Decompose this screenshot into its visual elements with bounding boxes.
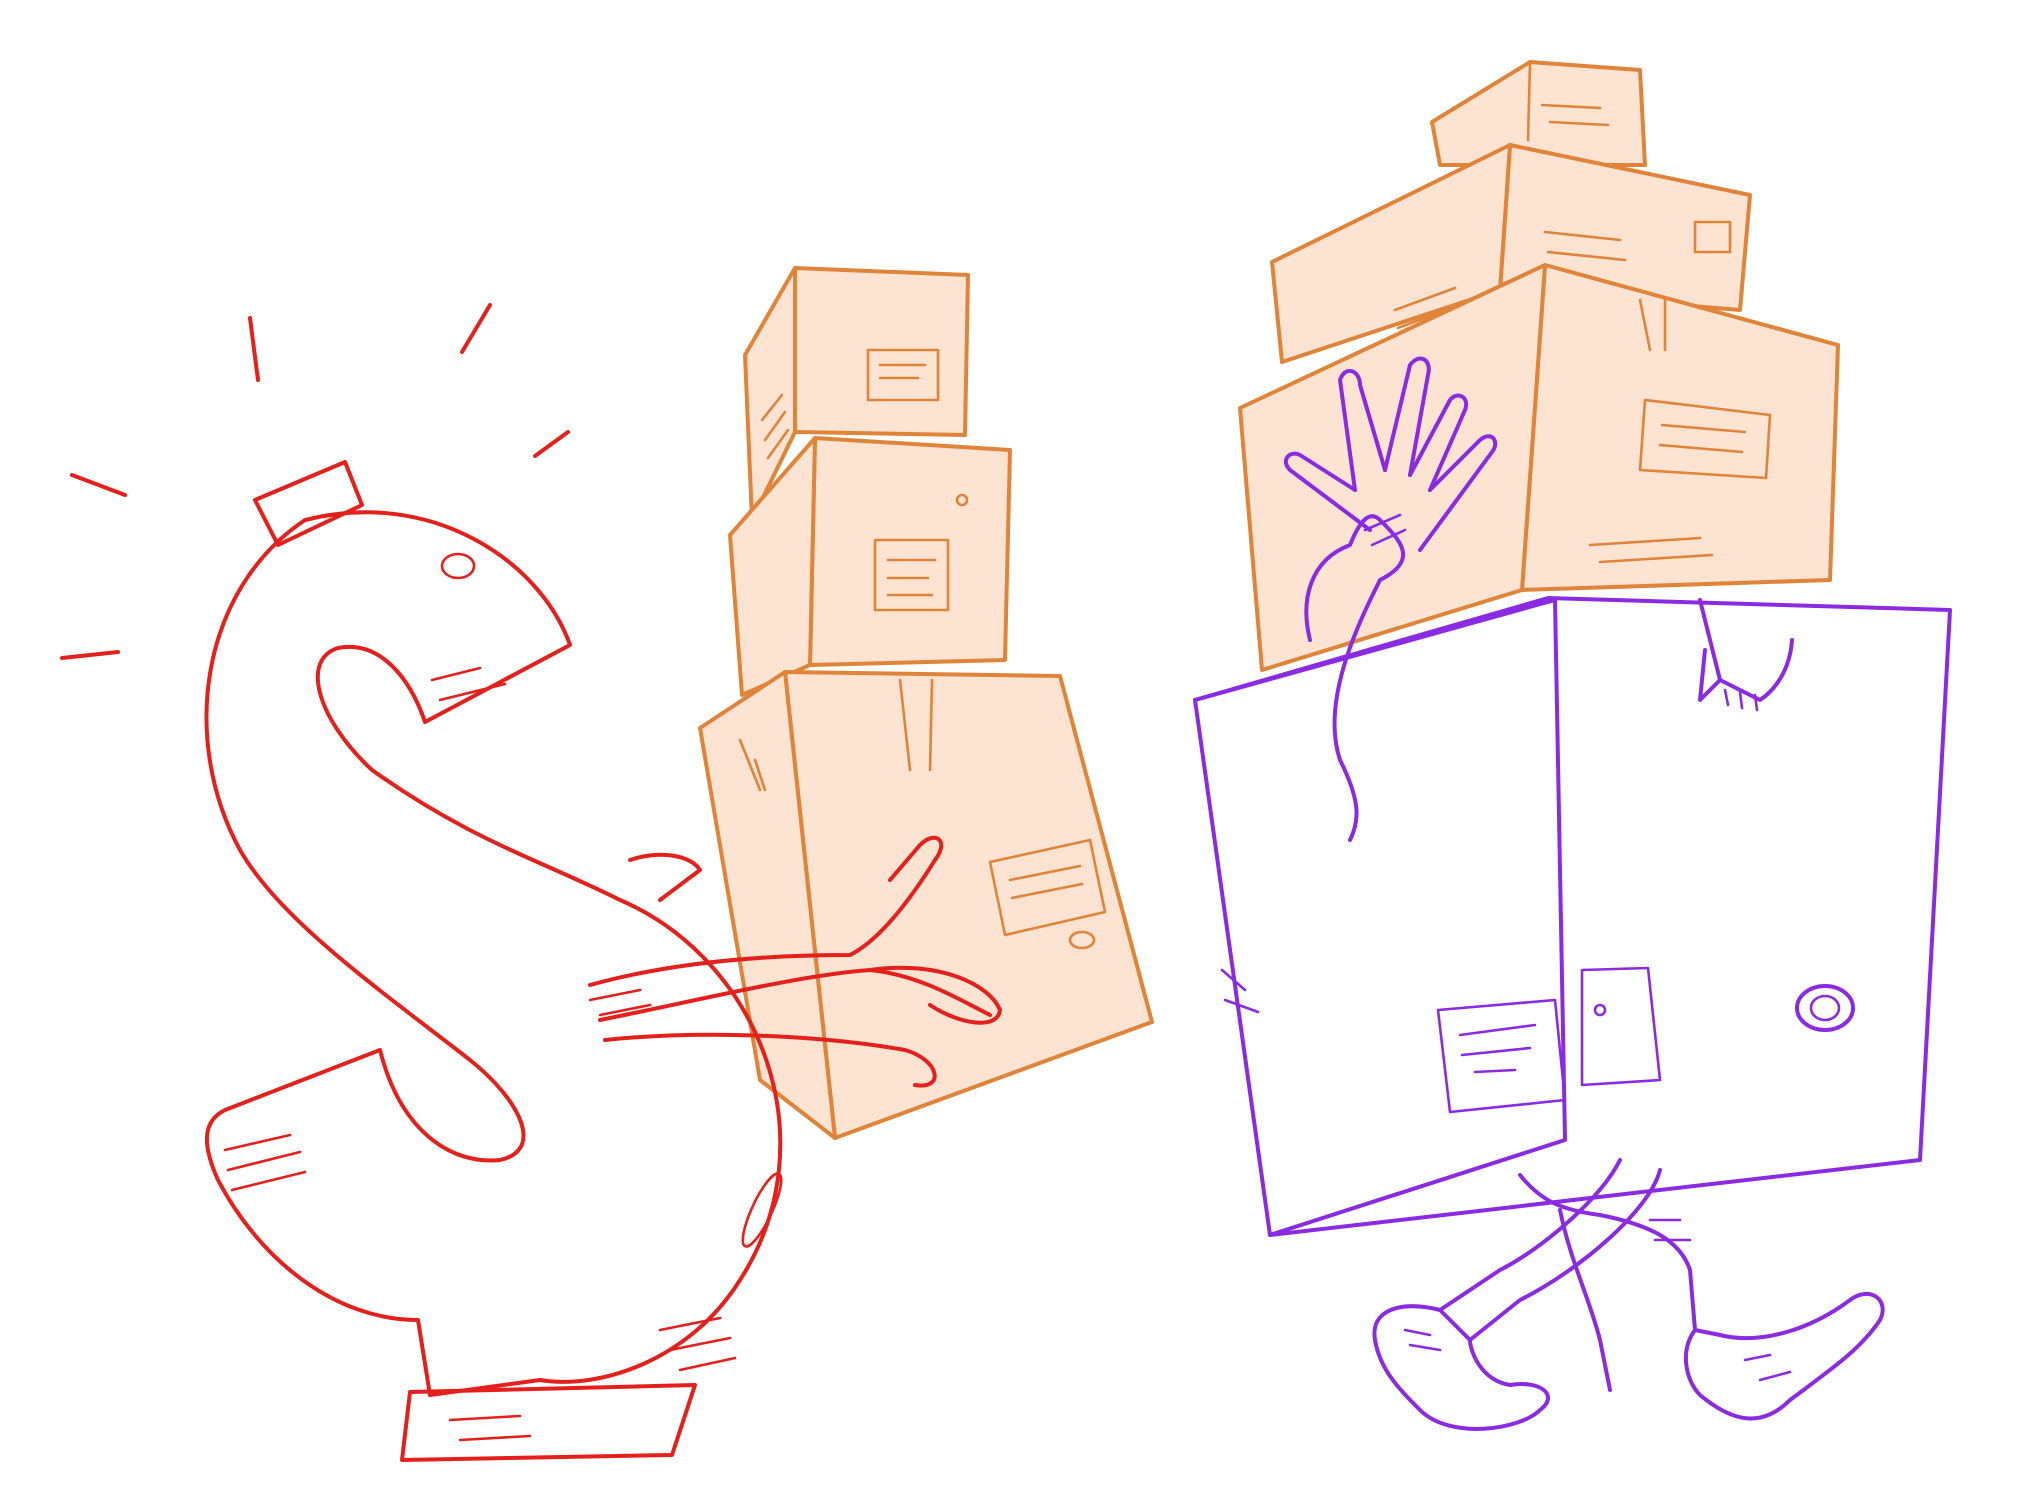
dollar-eye <box>440 552 476 580</box>
dollar-arms <box>588 835 1002 1088</box>
walking-carrier <box>1193 356 1952 1431</box>
left-box-stack <box>698 266 1154 1140</box>
dollar-s-body <box>204 510 783 1397</box>
dollar-sign-character <box>60 303 1002 1462</box>
left-stack-middle-box <box>728 436 1012 697</box>
right-box-stack <box>1238 60 1840 672</box>
left-stack-bottom-box <box>698 670 1154 1140</box>
carrier-legs <box>1438 1158 1697 1392</box>
carrier-right-shoe <box>1683 1292 1885 1421</box>
right-stack-small-top-box <box>1430 60 1647 167</box>
dollar-bottom-cap <box>400 1383 697 1462</box>
carrier-raised-arm <box>1283 356 1498 842</box>
dollar-top-cap <box>253 460 364 547</box>
carrier-shoes <box>1372 1292 1885 1431</box>
carrier-held-box <box>1193 596 1952 1237</box>
carrier-left-shoe <box>1372 1304 1550 1431</box>
excitement-lines <box>60 303 570 660</box>
right-stack-big-top-box <box>1270 143 1752 364</box>
carrier-gripping-hand <box>1698 598 1794 712</box>
